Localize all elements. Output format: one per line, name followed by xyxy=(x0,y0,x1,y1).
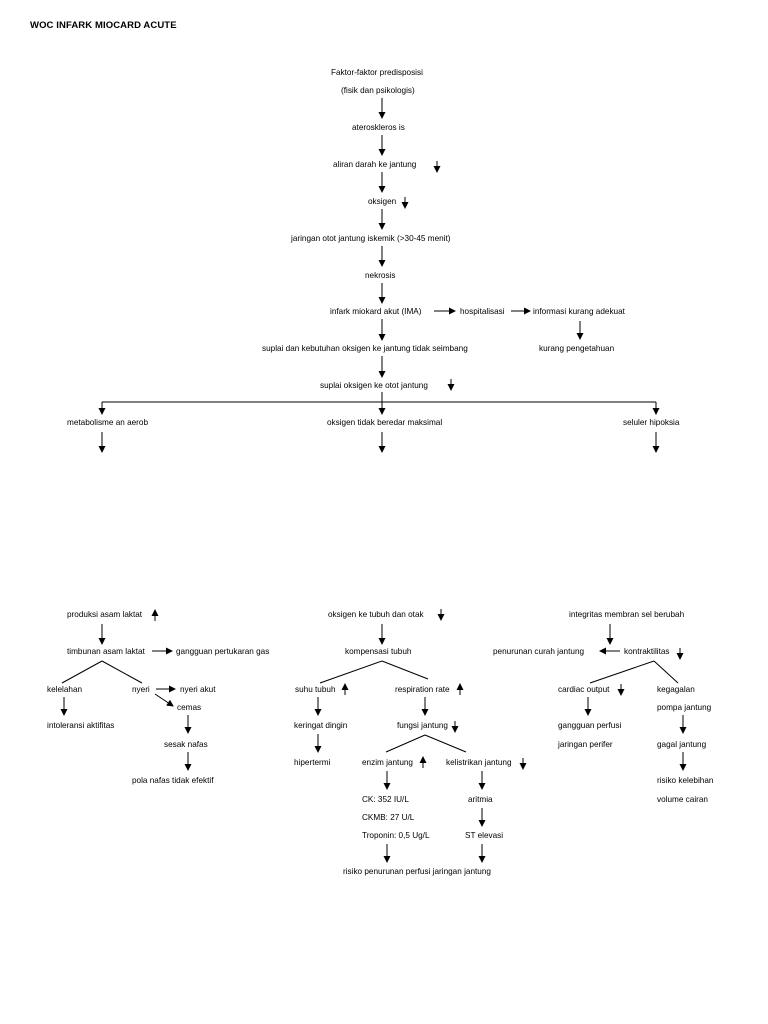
connector-line xyxy=(589,660,655,684)
page-title: WOC INFARK MIOCARD ACUTE xyxy=(30,20,177,31)
node-aterosklerosis: ateroskleros is xyxy=(352,123,405,132)
node-oksigen: oksigen xyxy=(368,197,397,206)
node-aritmia: aritmia xyxy=(468,795,493,804)
connector-line xyxy=(101,660,143,684)
node-metabolisme-anaerob: metabolisme an aerob xyxy=(67,418,149,427)
node-kurang-pengetahuan: kurang pengetahuan xyxy=(539,344,615,353)
node-cemas: cemas xyxy=(177,703,202,712)
node-gangguan-perfusi: gangguan perfusi xyxy=(558,721,622,730)
node-gangguan-pertukaran-gas: gangguan pertukaran gas xyxy=(176,647,270,656)
connector-arrow xyxy=(154,693,174,707)
connector-group xyxy=(60,98,687,863)
node-respiration-rate: respiration rate xyxy=(395,685,450,694)
node-nyeri-akut: nyeri akut xyxy=(180,685,216,694)
node-infark-miokard-akut: infark miokard akut (IMA) xyxy=(330,307,422,316)
node-ck: CK: 352 IU/L xyxy=(362,795,409,804)
node-kompensasi-tubuh: kompensasi tubuh xyxy=(345,647,412,656)
node-risiko-kelebihan: risiko kelebihan xyxy=(657,776,714,785)
node-st-elevasi: ST elevasi xyxy=(465,831,504,840)
node-pompa-jantung: pompa jantung xyxy=(657,703,712,712)
node-suplai-otot-jantung: suplai oksigen ke otot jantung xyxy=(320,381,428,390)
node-integritas-membran: integritas membran sel berubah xyxy=(569,610,685,619)
node-faktor-predisposisi: Faktor-faktor predisposisi xyxy=(331,68,423,77)
node-suhu-tubuh: suhu tubuh xyxy=(295,685,336,694)
node-aliran-darah: aliran darah ke jantung xyxy=(333,160,417,169)
node-oksigen-tubuh-otak: oksigen ke tubuh dan otak xyxy=(328,610,424,619)
node-jaringan-perifer: jaringan perifer xyxy=(558,740,613,749)
node-nekrosis: nekrosis xyxy=(365,271,396,280)
node-fungsi-jantung: fungsi jantung xyxy=(397,721,448,730)
node-intoleransi-aktifitas: intoleransi aktifitas xyxy=(47,721,115,730)
node-fisik-psikologis: (fisik dan psikologis) xyxy=(341,86,415,95)
node-kelistrikan-jantung: kelistrikan jantung xyxy=(446,758,512,767)
node-sesak-nafas: sesak nafas xyxy=(164,740,208,749)
node-troponin: Troponin: 0,5 Ug/L xyxy=(362,831,430,840)
connector-line xyxy=(319,660,383,684)
node-cardiac-output: cardiac output xyxy=(558,685,610,694)
connector-line xyxy=(381,660,429,680)
node-seluler-hipoksia: seluler hipoksia xyxy=(623,418,680,427)
node-penurunan-curah-jantung: penurunan curah jantung xyxy=(493,647,585,656)
node-pola-nafas: pola nafas tidak efektif xyxy=(132,776,214,785)
node-ckmb: CKMB: 27 U/L xyxy=(362,813,415,822)
node-gagal-jantung: gagal jantung xyxy=(657,740,707,749)
node-kelelahan: kelelahan xyxy=(47,685,83,694)
node-hipertermi: hipertermi xyxy=(294,758,331,767)
connector-line xyxy=(385,734,426,753)
connector-line xyxy=(424,734,467,753)
node-jaringan-otot-iskemik: jaringan otot jantung iskemik (>30-45 me… xyxy=(291,234,451,243)
node-produksi-asam-laktat: produksi asam laktat xyxy=(67,610,143,619)
node-nyeri: nyeri xyxy=(132,685,150,694)
node-timbunan-asam-laktat: timbunan asam laktat xyxy=(67,647,145,656)
node-enzim-jantung: enzim jantung xyxy=(362,758,413,767)
node-keringat-dingin: keringat dingin xyxy=(294,721,348,730)
trend-markers xyxy=(151,161,684,770)
node-kegagalan: kegagalan xyxy=(657,685,695,694)
connector-line xyxy=(61,660,103,684)
node-oksigen-tidak-beredar: oksigen tidak beredar maksimal xyxy=(327,418,443,427)
node-informasi-kurang: informasi kurang adekuat xyxy=(533,307,625,316)
node-volume-cairan: volume cairan xyxy=(657,795,708,804)
node-kontraktilitas: kontraktilitas xyxy=(624,647,670,656)
connector-line xyxy=(653,660,679,684)
node-hospitalisasi: hospitalisasi xyxy=(460,307,505,316)
node-suplai-kebutuhan: suplai dan kebutuhan oksigen ke jantung … xyxy=(262,344,468,353)
node-risiko-penurunan-perfusi: risiko penurunan perfusi jaringan jantun… xyxy=(343,867,491,876)
